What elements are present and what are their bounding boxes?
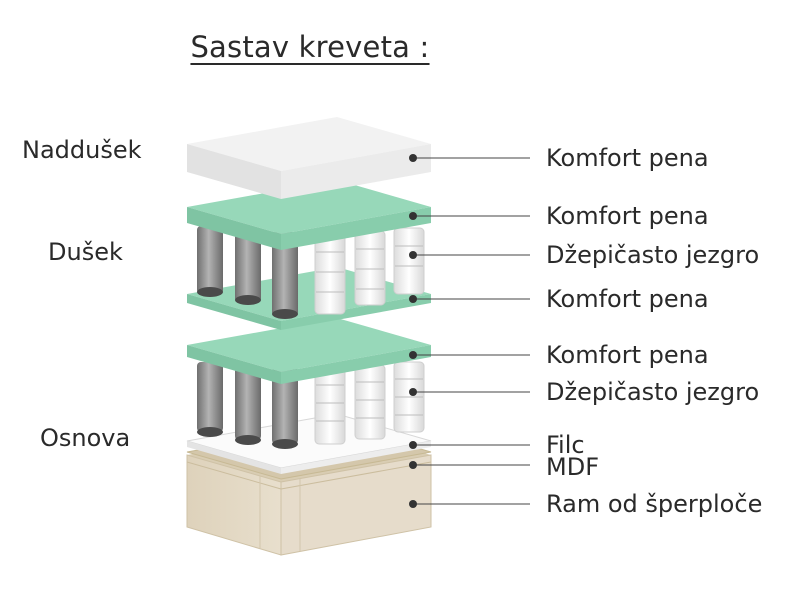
layer-label-mattress-bottom-foam: Komfort pena <box>546 285 709 313</box>
section-label-mattress: Dušek <box>48 238 123 266</box>
section-label-topper: Naddušek <box>22 136 142 164</box>
spring-core-lower <box>197 361 425 449</box>
layer-label-mattress-top-foam: Komfort pena <box>546 202 709 230</box>
spring-core-upper <box>197 226 425 319</box>
leader-lines <box>409 154 530 508</box>
layer-label-base-pocket-core: Džepičasto jezgro <box>546 378 760 406</box>
page-title: Sastav kreveta : <box>190 30 430 64</box>
layer-label-felt: Filc <box>546 431 585 459</box>
comfort-foam-topper <box>187 117 431 199</box>
layer-label-mattress-pocket-core: Džepičasto jezgro <box>546 241 760 269</box>
layer-label-base-foam: Komfort pena <box>546 341 709 369</box>
layer-label-plywood-frame: Ram od šperploče <box>546 490 763 518</box>
comfort-foam-mattress-top <box>187 180 431 250</box>
layer-label-topper-foam: Komfort pena <box>546 144 709 172</box>
section-label-base: Osnova <box>40 424 131 452</box>
comfort-foam-base-top <box>187 318 431 384</box>
layer-label-mdf: MDF <box>546 453 599 481</box>
